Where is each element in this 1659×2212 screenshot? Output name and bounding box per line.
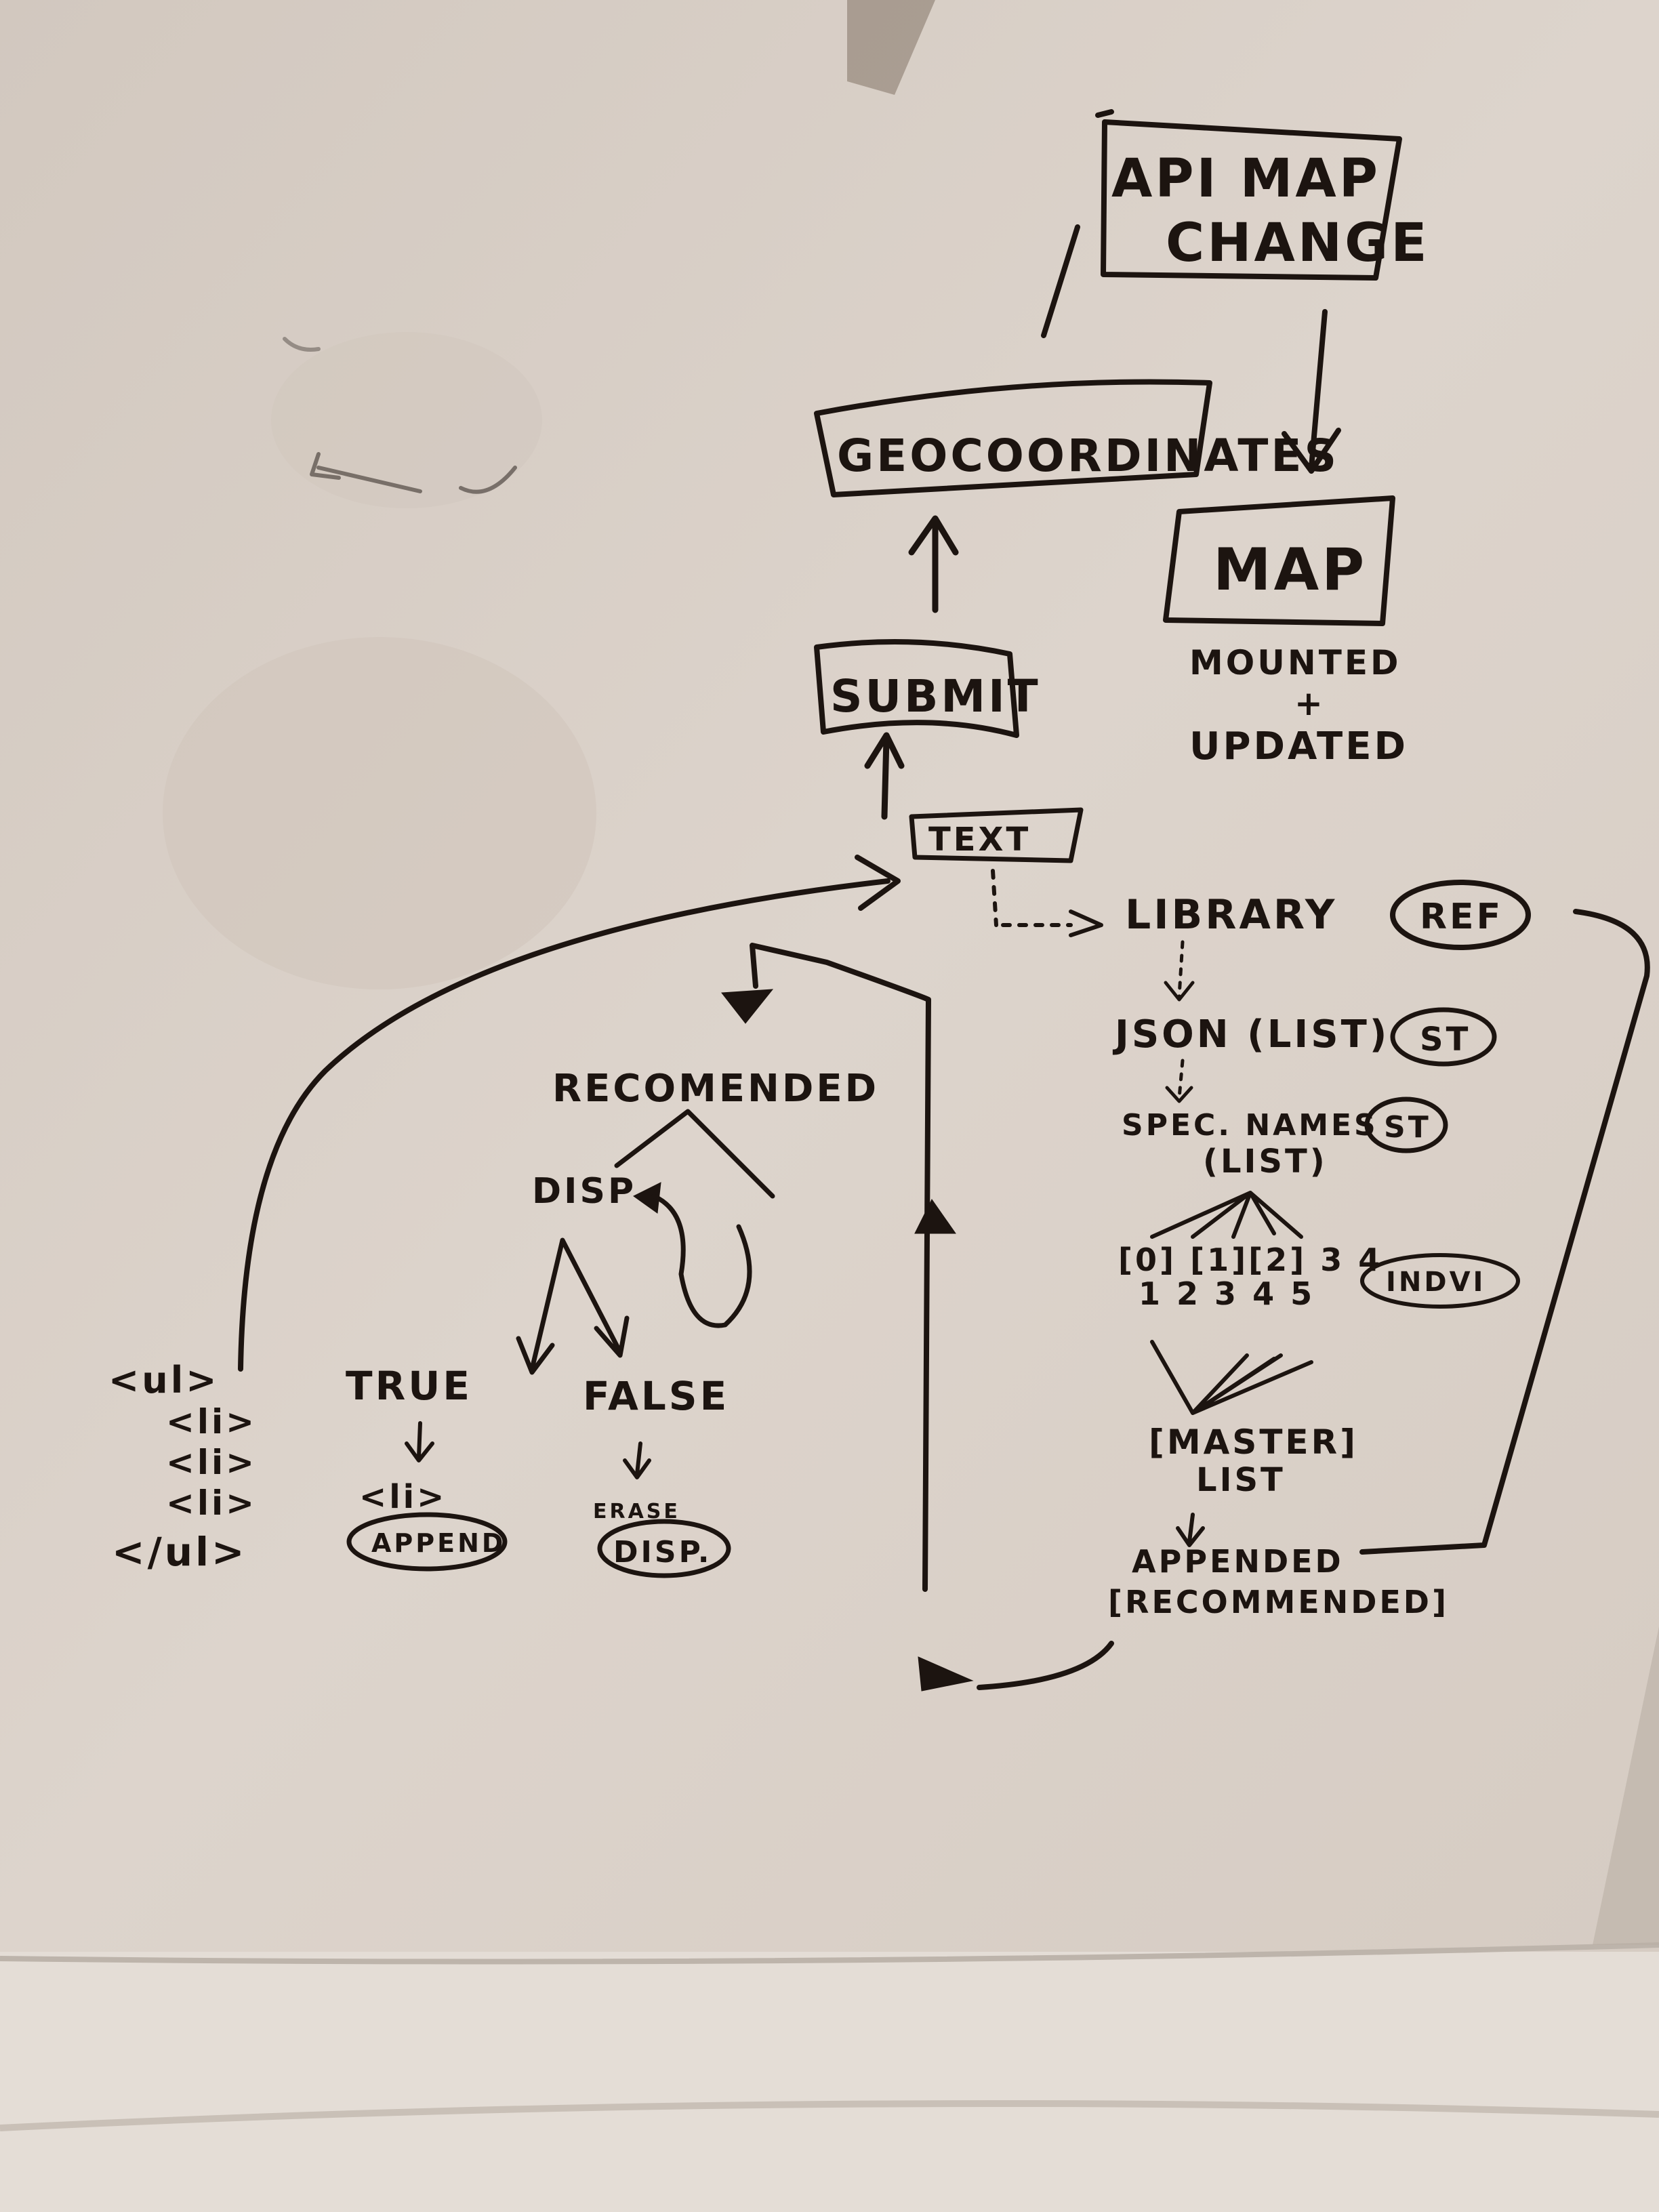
ref-label: REF <box>1420 897 1503 937</box>
loop-vertical-line <box>750 943 931 1592</box>
library-label: LIBRARY <box>1125 891 1337 939</box>
library-to-json-dotted <box>1177 940 1185 998</box>
st-label-2: ST <box>1384 1110 1431 1145</box>
ul-open-label: <ul> <box>108 1359 219 1401</box>
disp-self-loop <box>651 1193 752 1328</box>
recommended-bracket-label: [RECOMMENDED] <box>1108 1584 1449 1620</box>
board-surface <box>0 0 1659 1952</box>
text-input-label: TEXT <box>928 821 1031 859</box>
recommended-to-loop-line <box>977 1641 1114 1690</box>
li-item-2: <li> <box>166 1443 257 1482</box>
smudge <box>271 332 542 508</box>
loop-arrowhead-bottom <box>918 1656 974 1692</box>
json-to-spec-dotted <box>1177 1059 1185 1100</box>
api-map-change-label-2: CHANGE <box>1166 213 1429 274</box>
spec-names-label-2: (LIST) <box>1203 1143 1328 1181</box>
append-label: APPEND <box>371 1528 506 1558</box>
st-oval-2: ST <box>1364 1097 1448 1153</box>
loop-arrowhead-middle <box>914 1199 956 1234</box>
master-to-appended-arrow <box>1176 1513 1205 1547</box>
library-to-json-arrowhead <box>1164 981 1195 1002</box>
ul-close-label: </ul> <box>112 1529 247 1575</box>
json-to-spec-arrowhead <box>1165 1086 1193 1103</box>
geocoordinates-to-api-line <box>1041 224 1080 338</box>
text-input-node: TEXT <box>909 807 1084 863</box>
geocoordinates-node: GEOCOORDINATES <box>814 379 1339 497</box>
st-oval-1: ST <box>1390 1007 1497 1067</box>
appended-label: APPENDED <box>1132 1543 1344 1580</box>
map-note-2: + <box>1294 684 1326 723</box>
li-append-label: <li> <box>359 1478 447 1516</box>
text-to-library-arrowhead <box>1069 909 1103 937</box>
api-map-change-node: API MAP CHANGE <box>1095 109 1429 281</box>
false-arrow <box>623 1441 651 1479</box>
map-node: MAP <box>1163 495 1395 626</box>
indices-to-master-converge <box>1150 1340 1313 1415</box>
erased-mark <box>283 337 321 352</box>
disp-to-true-false <box>516 1237 630 1375</box>
true-label: TRUE <box>346 1363 472 1409</box>
li-item-3: <li> <box>166 1483 257 1523</box>
disp-oval-node: DISP. <box>597 1519 731 1578</box>
board-frame-lip <box>0 2100 1659 2131</box>
board-frame-edge <box>0 1942 1659 1965</box>
map-note-3: UPDATED <box>1189 724 1408 769</box>
geocoordinates-label: GEOCOORDINATES <box>837 430 1339 482</box>
false-label: FALSE <box>583 1373 729 1419</box>
disp-label: DISP <box>532 1171 636 1212</box>
disp-oval-label: DISP. <box>613 1535 712 1570</box>
ref-to-appended-loop <box>1359 909 1650 1555</box>
text-to-submit-arrow <box>864 732 905 820</box>
li-item-1: <li> <box>166 1402 257 1441</box>
indvi-oval-node: INDVI <box>1360 1253 1520 1309</box>
submit-node: SUBMIT <box>814 639 1041 738</box>
right-edge-shadow <box>1593 1626 1659 1945</box>
master-list-label-1: [MASTER] <box>1149 1422 1358 1462</box>
recomended-label: RECOMENDED <box>552 1067 879 1111</box>
erased-mark <box>316 466 517 494</box>
indices-top-label: [0] [1][2] 3 4 <box>1118 1242 1382 1278</box>
spec-names-label-1: SPEC. NAMES <box>1122 1108 1378 1143</box>
smudge <box>163 637 596 989</box>
corner-shadow <box>847 0 935 95</box>
erased-mark <box>310 452 341 480</box>
master-list-label-2: LIST <box>1196 1461 1286 1499</box>
ul-to-text-curve <box>238 878 890 1372</box>
board-bottom-frame <box>0 1952 1659 2212</box>
api-to-map-arrow <box>1282 309 1341 474</box>
ul-to-text-arrowhead <box>855 855 901 911</box>
submit-to-geocoordinates-arrow <box>908 515 959 613</box>
json-list-label: JSON (LIST) <box>1112 1012 1389 1057</box>
api-map-change-label-1: API MAP <box>1111 148 1380 209</box>
indices-bottom-label: 1 2 3 4 5 <box>1139 1275 1315 1312</box>
loop-arrowhead-top <box>721 989 774 1024</box>
st-label-1: ST <box>1420 1021 1471 1059</box>
ref-oval-node: REF <box>1390 880 1531 950</box>
map-label: MAP <box>1213 536 1367 604</box>
indvi-label: INDVI <box>1386 1267 1486 1298</box>
spec-to-indices-fan <box>1150 1191 1303 1239</box>
true-arrow <box>405 1421 434 1462</box>
map-note-1: MOUNTED <box>1189 643 1401 682</box>
text-to-library-dotted <box>991 869 1073 927</box>
append-oval-node: APPEND <box>346 1512 508 1572</box>
recomended-branches <box>614 1109 775 1199</box>
submit-label: SUBMIT <box>830 670 1041 722</box>
